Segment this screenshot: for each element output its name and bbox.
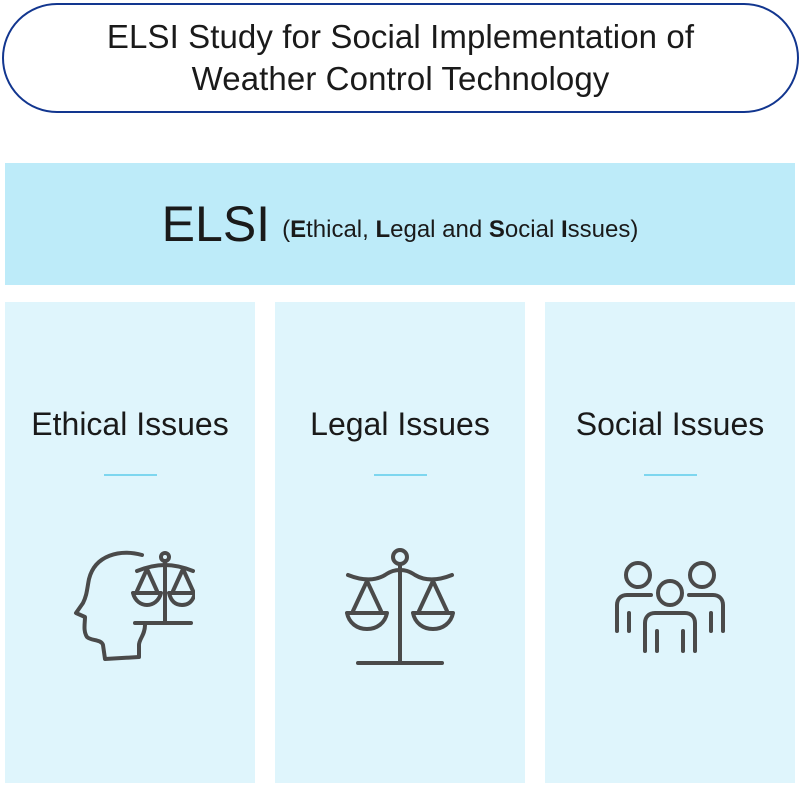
initial-e: E	[290, 216, 307, 243]
column-divider	[374, 474, 427, 476]
people-group-icon	[605, 547, 735, 672]
title-pill: ELSI Study for Social Implementation of …	[2, 3, 799, 113]
initial-s: S	[488, 216, 505, 243]
column-title: Social Issues	[575, 406, 765, 442]
column-title: Legal Issues	[310, 406, 490, 442]
balance-scale-icon	[335, 547, 465, 672]
column-social-issues: Social Issues	[545, 302, 795, 783]
title-line-2: Weather Control Technology	[191, 60, 610, 97]
banner-acronym: ELSI	[161, 196, 271, 252]
initial-i: I	[560, 216, 568, 243]
initial-l: L	[375, 216, 391, 243]
banner-expansion: (Ethical, Legal and Social Issues)	[282, 216, 639, 243]
head-with-scales-icon	[65, 547, 195, 672]
column-legal-issues: Legal Issues	[275, 302, 525, 783]
title-line-1: ELSI Study for Social Implementation of	[106, 18, 695, 55]
column-ethical-issues: Ethical Issues	[5, 302, 255, 783]
elsi-banner: ELSI (Ethical, Legal and Social Issues)	[5, 163, 795, 285]
column-divider	[644, 474, 697, 476]
column-divider	[104, 474, 157, 476]
column-title: Ethical Issues	[31, 406, 229, 442]
